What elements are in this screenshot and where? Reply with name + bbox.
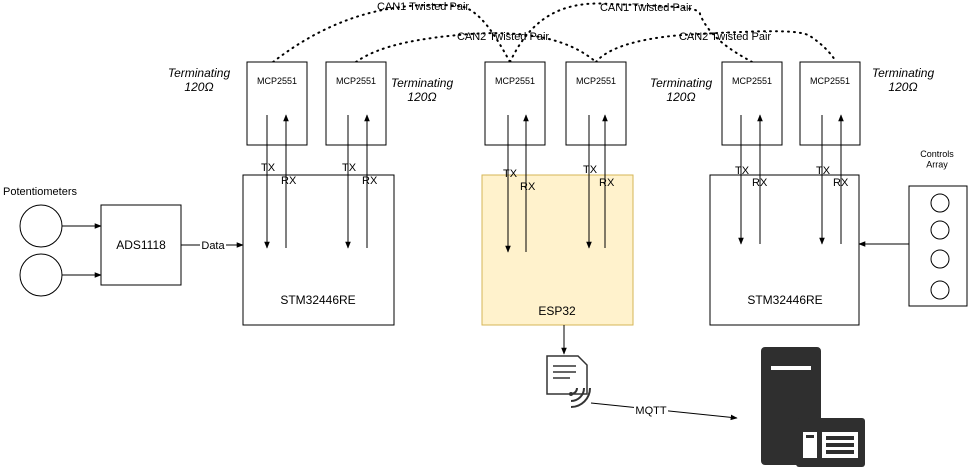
control-button-4 bbox=[930, 280, 950, 300]
control-button-3 bbox=[930, 249, 950, 269]
stm32-right-label: STM32446RE bbox=[747, 293, 822, 307]
mcp2551-1-label: MCP2551 bbox=[257, 76, 297, 86]
mcp2551-3 bbox=[484, 61, 546, 146]
stm32-left-block bbox=[242, 174, 395, 326]
can2-left-bus bbox=[355, 32, 597, 63]
tx-label-3: TX bbox=[503, 168, 518, 180]
can2-right-label: CAN2 Twisted Pair bbox=[679, 31, 771, 43]
data-link-label: Data bbox=[201, 240, 225, 252]
mcp2551-6-label: MCP2551 bbox=[810, 76, 850, 86]
mcp2551-5 bbox=[721, 61, 783, 146]
potentiometers-label: Potentiometers bbox=[3, 186, 77, 198]
ads1118-label: ADS1118 bbox=[116, 238, 166, 252]
control-button-1 bbox=[930, 193, 950, 213]
rx-label-3: RX bbox=[520, 181, 536, 193]
rx-label-2: RX bbox=[362, 175, 378, 187]
transceivers: MCP2551 MCP2551 MCP2551 MCP2551 MCP2551 … bbox=[246, 61, 861, 146]
stm32-right-block bbox=[709, 174, 860, 326]
mqtt-label-bg bbox=[634, 404, 668, 417]
can1-left-label: CAN1 Twisted Pair bbox=[377, 1, 469, 13]
can2-left-label: CAN2 Twisted Pair bbox=[457, 31, 549, 43]
mqtt-uplink: MQTT bbox=[546, 325, 865, 467]
potentiometer-1 bbox=[19, 204, 63, 248]
mqtt-link-label: MQTT bbox=[635, 405, 666, 417]
ads1118-block bbox=[100, 204, 182, 286]
tx-label-5: TX bbox=[735, 165, 750, 177]
mcp2551-2-label: MCP2551 bbox=[336, 76, 376, 86]
stm32-left-label: STM32446RE bbox=[280, 293, 355, 307]
can-bus-lines: CAN1 Twisted Pair CAN1 Twisted Pair CAN2… bbox=[272, 1, 837, 63]
potentiometer-2 bbox=[19, 253, 63, 297]
data-label-bg bbox=[200, 239, 226, 251]
esp32-label: ESP32 bbox=[538, 304, 576, 318]
esp32-block bbox=[481, 174, 634, 326]
server-icon bbox=[761, 347, 865, 467]
can1-left-bus bbox=[272, 3, 511, 63]
tx-label-1: TX bbox=[261, 162, 276, 174]
mcp2551-4 bbox=[565, 61, 627, 146]
rx-label-4: RX bbox=[599, 177, 615, 189]
analog-input: Potentiometers ADS1118 Data bbox=[3, 186, 244, 297]
wireless-document-icon bbox=[546, 355, 591, 408]
can1-right-label: CAN1 Twisted Pair bbox=[600, 2, 692, 14]
rx-label-6: RX bbox=[833, 177, 849, 189]
tx-label-2: TX bbox=[342, 162, 357, 174]
can1-right-bus bbox=[509, 2, 753, 63]
mcp2551-3-label: MCP2551 bbox=[495, 76, 535, 86]
mcp2551-2 bbox=[325, 61, 387, 146]
mcp2551-5-label: MCP2551 bbox=[732, 76, 772, 86]
control-button-2 bbox=[930, 220, 950, 240]
rx-label-5: RX bbox=[752, 177, 768, 189]
tx-label-6: TX bbox=[816, 165, 831, 177]
rx-label-1: RX bbox=[281, 175, 297, 187]
tx-rx-links: TX RX TX RX TX RX TX RX TX RX TX RX bbox=[261, 114, 849, 253]
tx-label-4: TX bbox=[583, 164, 598, 176]
mcp2551-4-label: MCP2551 bbox=[576, 76, 616, 86]
mcp2551-6 bbox=[799, 61, 861, 146]
mcp2551-1 bbox=[246, 61, 308, 146]
